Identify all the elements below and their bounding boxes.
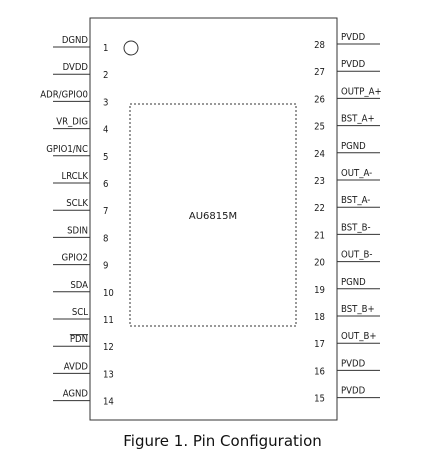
pin-number-label: 19 bbox=[314, 285, 325, 296]
pin-number-label: 11 bbox=[103, 315, 114, 326]
pin-name-label: AGND bbox=[63, 389, 89, 400]
pin-number-label: 2 bbox=[103, 70, 108, 81]
pin-1-dgnd: DGND 1 bbox=[53, 35, 108, 54]
pin-name-label: PGND bbox=[341, 141, 366, 152]
pin-28-pvdd: PVDD 28 bbox=[314, 32, 380, 51]
pin-19-pgnd: PGND 19 bbox=[314, 277, 380, 296]
pin-27-pvdd: PVDD 27 bbox=[314, 59, 380, 78]
pin-5-gpio1-nc: GPIO1/NC 5 bbox=[46, 144, 108, 163]
figure-caption: Figure 1. Pin Configuration bbox=[123, 432, 322, 450]
pin-name-label: OUT_A- bbox=[341, 168, 372, 179]
pin-6-lrclk: LRCLK 6 bbox=[53, 171, 108, 190]
pin-number-label: 17 bbox=[314, 339, 325, 350]
pin-name-label: OUT_B- bbox=[341, 250, 372, 261]
pin-number-label: 23 bbox=[314, 176, 325, 187]
pin-name-label: SCLK bbox=[66, 198, 88, 209]
pin-17-out-b: OUT_B+ 17 bbox=[314, 331, 380, 350]
pin-25-bst-a: BST_A+ 25 bbox=[314, 114, 380, 133]
pin-26-outp-a: OUTP_A+ 26 bbox=[314, 86, 382, 105]
pin-name-label: AVDD bbox=[64, 361, 89, 372]
pin-name-label: PVDD bbox=[341, 358, 366, 369]
pin-name-label: PVDD bbox=[341, 32, 366, 43]
pin-24-pgnd: PGND 24 bbox=[314, 141, 380, 160]
pin-3-adr-gpio0: ADR/GPIO0 3 bbox=[40, 89, 108, 108]
pin-number-label: 21 bbox=[314, 230, 325, 241]
pin-number-label: 28 bbox=[314, 40, 325, 51]
pin-name-label: PDN bbox=[70, 334, 88, 345]
pin-name-label: PVDD bbox=[341, 386, 366, 397]
pin-name-label: SDIN bbox=[67, 225, 88, 236]
pin-number-label: 1 bbox=[103, 43, 108, 54]
pin-18-bst-b: BST_B+ 18 bbox=[314, 304, 380, 323]
pin-name-label: SCL bbox=[72, 307, 88, 318]
pin-22-bst-a: BST_A- 22 bbox=[314, 195, 380, 214]
pin-name-label: SDA bbox=[70, 280, 88, 291]
pin-number-label: 10 bbox=[103, 288, 114, 299]
exposed-thermal-pad bbox=[129, 103, 297, 327]
pin-number-label: 18 bbox=[314, 312, 325, 323]
pin-number-label: 13 bbox=[103, 369, 114, 380]
pin-23-out-a: OUT_A- 23 bbox=[314, 168, 380, 187]
pin-name-label: GPIO2 bbox=[62, 253, 88, 264]
pin-11-scl: SCL 11 bbox=[53, 307, 114, 326]
pin-16-pvdd: PVDD 16 bbox=[314, 358, 380, 377]
pin-number-label: 12 bbox=[103, 342, 114, 353]
pin-number-label: 16 bbox=[314, 366, 325, 377]
pin-10-sda: SDA 10 bbox=[53, 280, 114, 299]
pin-name-label: LRCLK bbox=[61, 171, 88, 182]
pin-20-out-b: OUT_B- 20 bbox=[314, 250, 380, 269]
pin1-marker bbox=[123, 40, 139, 56]
pin-number-label: 20 bbox=[314, 258, 325, 269]
pin-number-label: 6 bbox=[103, 179, 108, 190]
pin-name-label: BST_A- bbox=[341, 195, 370, 206]
pin-name-label: OUT_B+ bbox=[341, 331, 377, 342]
pin-number-label: 9 bbox=[103, 261, 108, 272]
pin-15-pvdd: PVDD 15 bbox=[314, 386, 380, 405]
pin-number-label: 15 bbox=[314, 394, 325, 405]
pin-9-gpio2: GPIO2 9 bbox=[53, 253, 108, 272]
pin-number-label: 4 bbox=[103, 125, 108, 136]
pin-number-label: 14 bbox=[103, 397, 114, 408]
chip-name: AU6815M bbox=[189, 211, 237, 222]
pin-name-label: VR_DIG bbox=[56, 117, 88, 128]
pin-name-label: PGND bbox=[341, 277, 366, 288]
pin-number-label: 7 bbox=[103, 206, 108, 217]
pin-21-bst-b: BST_B- 21 bbox=[314, 222, 380, 241]
pin-number-label: 3 bbox=[103, 97, 108, 108]
pin-number-label: 8 bbox=[103, 233, 108, 244]
pin-number-label: 26 bbox=[314, 94, 325, 105]
pin-name-label: ADR/GPIO0 bbox=[40, 89, 88, 100]
pin-number-label: 27 bbox=[314, 67, 325, 78]
pin-12-pdn: PDN 12 bbox=[53, 334, 114, 353]
pin-14-agnd: AGND 14 bbox=[53, 389, 114, 408]
pin-name-label: BST_B- bbox=[341, 222, 371, 233]
pin-number-label: 24 bbox=[314, 149, 325, 160]
pin-name-label: DVDD bbox=[63, 62, 89, 73]
pin-13-avdd: AVDD 13 bbox=[53, 361, 114, 380]
pin-number-label: 22 bbox=[314, 203, 325, 214]
pin-name-label: BST_B+ bbox=[341, 304, 375, 315]
pin-8-sdin: SDIN 8 bbox=[53, 225, 108, 244]
pin-name-label: BST_A+ bbox=[341, 114, 375, 125]
pin-name-label: DGND bbox=[62, 35, 89, 46]
pin-7-sclk: SCLK 7 bbox=[53, 198, 108, 217]
pin-name-label: PVDD bbox=[341, 59, 366, 70]
pin-4-vr-dig: VR_DIG 4 bbox=[53, 117, 108, 136]
pin-number-label: 25 bbox=[314, 122, 325, 133]
pin-name-label: OUTP_A+ bbox=[341, 86, 382, 97]
pin-name-label: GPIO1/NC bbox=[46, 144, 88, 155]
right-pin-group: PVDD28PVDD27OUTP_A+26BST_A+25PGND24OUT_A… bbox=[314, 32, 382, 405]
pin-2-dvdd: DVDD 2 bbox=[53, 62, 108, 81]
pin-number-label: 5 bbox=[103, 152, 108, 163]
